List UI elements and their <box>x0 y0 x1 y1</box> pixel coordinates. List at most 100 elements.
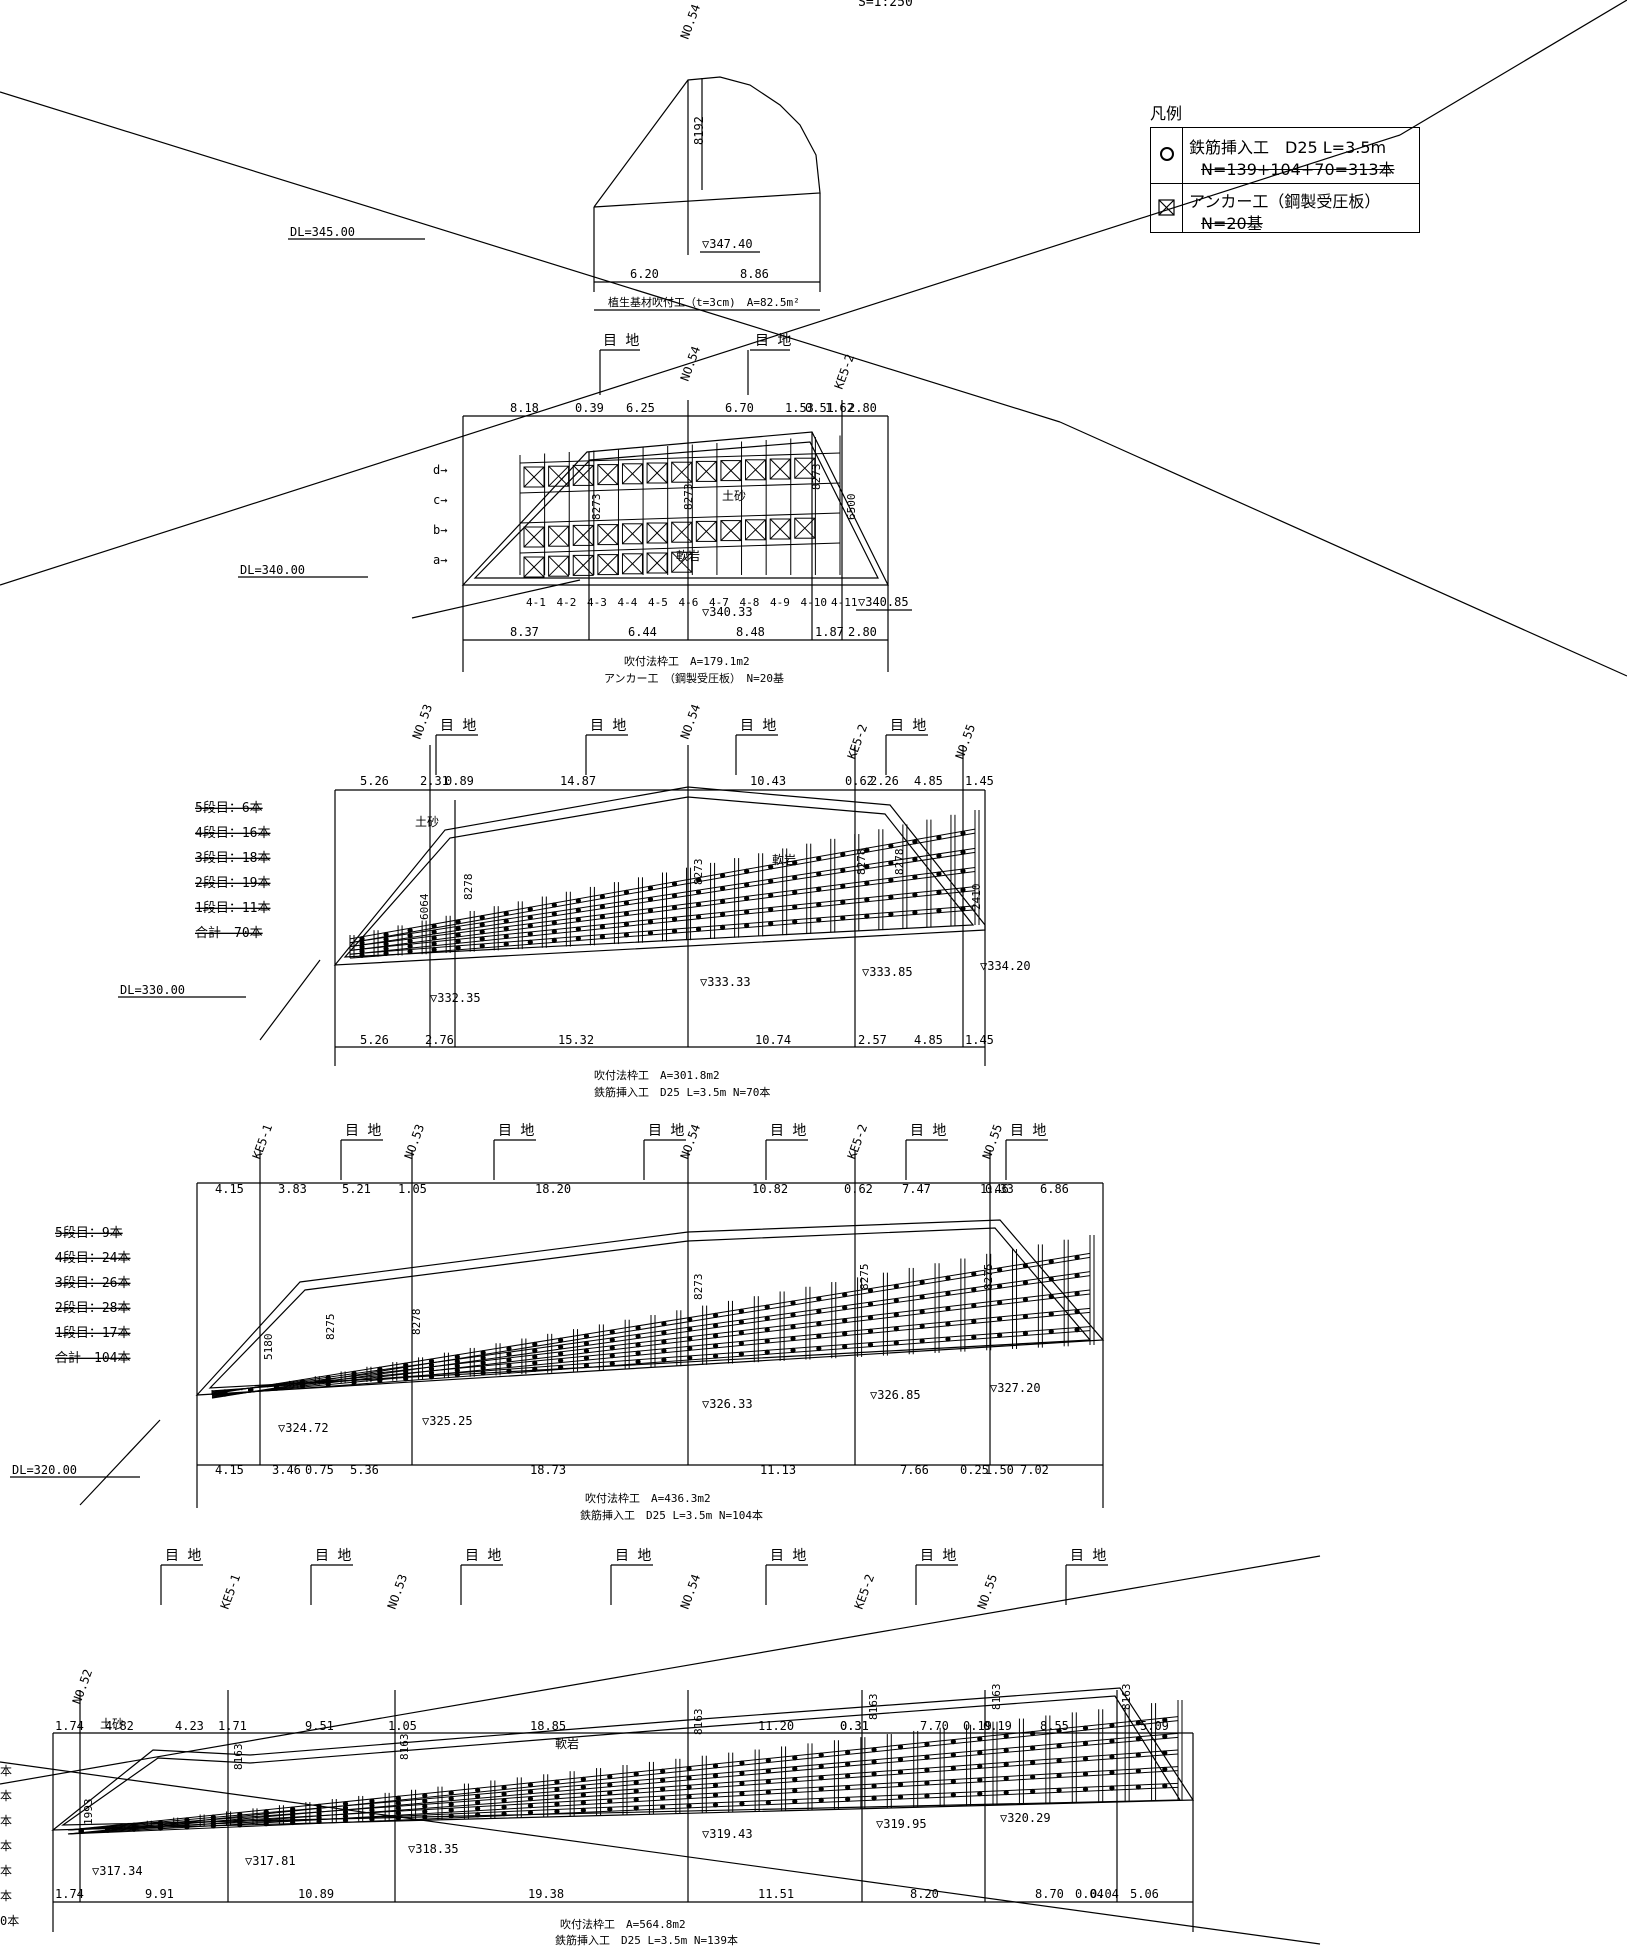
dimension-label: 14.87 <box>560 774 596 788</box>
rebar-dot <box>506 1368 512 1374</box>
rebar-dot <box>501 1804 507 1810</box>
anchor-number: 4-7 <box>709 596 729 609</box>
rebar-dot <box>912 839 918 845</box>
rebar-dot <box>575 926 581 932</box>
dimension-label: 9.91 <box>145 1887 174 1901</box>
rebar-dot <box>739 1770 745 1776</box>
rebar-dot <box>422 1809 428 1815</box>
anchor-cross <box>548 555 569 577</box>
rebar-dot <box>744 882 750 888</box>
rebar-dot <box>607 1798 613 1804</box>
tier-rebar-count: 4段目：16本 <box>195 826 270 841</box>
rebar-dot <box>479 929 485 935</box>
rebar-dot <box>686 1784 692 1790</box>
anchor-cross <box>646 522 668 544</box>
tier3-section: 土砂 軟岩 DL=330.00 吹付法枠工 A=301.8m2 鉄筋挿入工 D2… <box>118 745 986 1099</box>
height-label: 8273 <box>810 464 823 491</box>
height-label: 8275 <box>324 1314 337 1341</box>
dimension-label: 0.19 <box>963 1719 992 1733</box>
dimension-label: 7.66 <box>900 1463 929 1477</box>
tier-rebar-count: 本 <box>0 1839 12 1853</box>
height-label: 8278 <box>855 849 868 876</box>
rebar-dot <box>816 1308 822 1314</box>
anchor-cross <box>622 463 643 485</box>
anchor-cross <box>572 525 594 546</box>
rebar-dot <box>712 1773 719 1779</box>
joint-label: 目 地 <box>440 718 476 734</box>
rock-label: 軟岩 <box>772 852 796 867</box>
dimension-label: 0.62 <box>844 1182 873 1196</box>
rebar-dot <box>1003 1789 1009 1796</box>
rebar-dot <box>532 1360 538 1366</box>
row-label-c: c→ <box>433 493 447 507</box>
rebar-dot <box>395 1810 401 1816</box>
rebar-dot <box>501 1797 507 1804</box>
rebar-dot <box>977 1791 983 1797</box>
dimension-label: 8.37 <box>510 625 539 639</box>
frame-beam <box>211 1256 1091 1399</box>
rebar-dot <box>1074 1290 1080 1297</box>
tier-rebar-count: 本 <box>0 1814 12 1828</box>
rebar-dot <box>671 893 678 899</box>
rebar-dot <box>501 1791 507 1797</box>
rebar-dot <box>551 911 557 917</box>
rebar-dot <box>583 1348 590 1354</box>
legend-row-rebar: 鉄筋挿入工 D25 L=3.5m N=139+104+70=313本 <box>1151 128 1419 184</box>
rebar-dot <box>448 1796 454 1802</box>
frame-beam <box>211 1330 1091 1396</box>
rebar-dot <box>816 1321 822 1327</box>
rebar-dot <box>580 1792 586 1798</box>
row-label-b: b→ <box>433 523 447 537</box>
rebar-dot <box>342 1809 349 1815</box>
rebar-dot <box>455 938 461 944</box>
rebar-dot <box>712 1353 719 1359</box>
height-label: 8273 <box>692 859 705 886</box>
frame-beam <box>211 1326 1091 1392</box>
joint-label: 目 地 <box>1070 1548 1106 1564</box>
frame-beam <box>67 1736 1179 1835</box>
joint-label: 目 地 <box>755 333 791 349</box>
anchor-cross <box>646 552 668 574</box>
anchor-cross <box>720 460 742 481</box>
rebar-dot <box>635 1342 641 1348</box>
anchor-cross <box>597 524 619 545</box>
rebar-dot <box>607 1790 613 1796</box>
rebar-dot <box>936 908 942 914</box>
frame-beam <box>211 1293 1091 1397</box>
frame-beam <box>519 542 841 554</box>
rebar-dot <box>893 1340 899 1346</box>
rebar-dot <box>695 914 702 920</box>
dimension-label: 1.53 <box>785 401 814 415</box>
rebar-dot <box>647 896 654 902</box>
rebar-dot <box>661 1321 667 1327</box>
rebar-dot <box>1082 1771 1089 1777</box>
tier-rebar-count: 2段目：19本 <box>195 876 270 891</box>
dimension-label: 1.05 <box>388 1719 417 1733</box>
anchor-number: 4-8 <box>740 596 760 609</box>
rebar-dot <box>712 1802 719 1808</box>
rebar-dot <box>660 1795 666 1801</box>
rebar-dot <box>1030 1788 1036 1795</box>
rebar-dot <box>765 1768 771 1774</box>
rebar-dot <box>558 1364 564 1370</box>
rebar-dot <box>744 922 750 929</box>
rebar-dot <box>738 1308 744 1314</box>
dimension-label: 3.46 <box>272 1463 301 1477</box>
tier1-w1: 6.20 <box>630 267 659 281</box>
dimension-label: 19.38 <box>528 1887 564 1901</box>
rebar-dot <box>383 946 389 952</box>
dimension-label: 18.20 <box>535 1182 571 1196</box>
rebar-dot <box>1003 1733 1009 1739</box>
dimension-label: 0.25 <box>960 1463 989 1477</box>
rebar-dot <box>739 1760 745 1766</box>
rebar-dot <box>971 1334 977 1340</box>
rebar-dot <box>1056 1787 1062 1793</box>
rebar-dot <box>871 1795 877 1801</box>
frame-beam <box>67 1749 1179 1831</box>
rebar-dot <box>1048 1276 1054 1282</box>
dimension-label: 11.51 <box>758 1887 794 1901</box>
rebar-dot <box>599 913 606 920</box>
rebar-dot <box>455 925 461 931</box>
rebar-dot <box>431 947 437 953</box>
